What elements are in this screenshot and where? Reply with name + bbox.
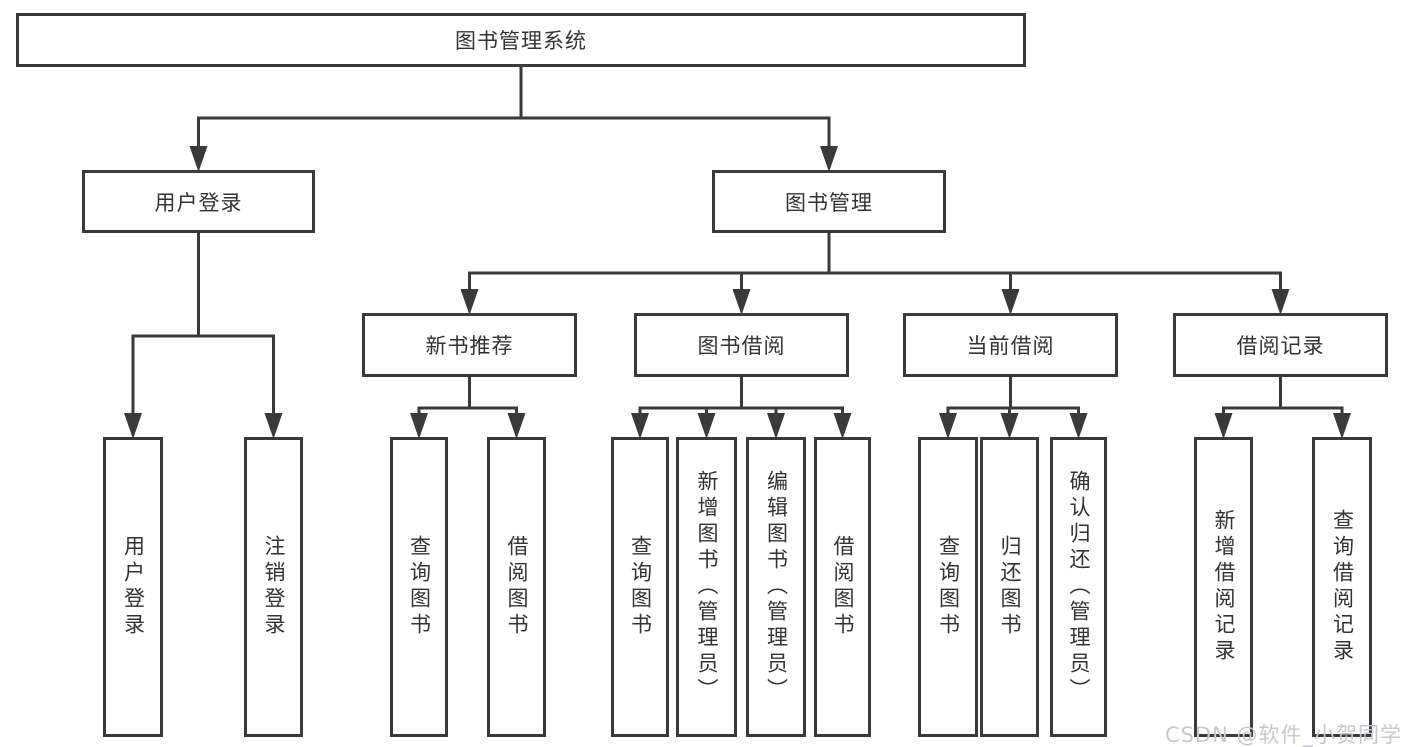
- node-label: 归还图书: [998, 535, 1022, 639]
- node-label: 查询图书: [407, 535, 432, 639]
- node-v-query-record: 查询借阅记录: [1312, 437, 1372, 737]
- node-v-query-book-2: 查询图书: [611, 437, 669, 737]
- node-label: 查询借阅记录: [1330, 509, 1355, 665]
- node-new-book-rec: 新书推荐: [362, 313, 577, 377]
- node-label: 确认归还（管理员）: [1067, 470, 1091, 704]
- node-label: 用户登录: [154, 190, 243, 215]
- node-label: 查询图书: [628, 535, 653, 639]
- node-v-add-record: 新增借阅记录: [1194, 437, 1253, 737]
- node-label: 注销登录: [262, 535, 286, 639]
- node-v-edit-book: 编辑图书（管理员）: [746, 437, 806, 737]
- connector-book-mgmt: [460, 233, 1290, 315]
- node-borrow-record: 借阅记录: [1173, 313, 1388, 377]
- node-label: 借阅图书: [831, 535, 855, 639]
- node-v-return-book: 归还图书: [980, 437, 1039, 737]
- node-current-borrow: 当前借阅: [903, 313, 1118, 377]
- connector-root: [189, 67, 838, 172]
- node-label: 新增图书（管理员）: [695, 470, 719, 704]
- node-v-user-login: 用户登录: [103, 437, 163, 737]
- node-label: 借阅记录: [1236, 334, 1325, 358]
- node-label: 用户登录: [121, 535, 146, 639]
- node-label: 查询图书: [936, 535, 961, 639]
- connector-new-book-rec: [410, 377, 526, 439]
- node-label: 借阅图书: [505, 535, 529, 639]
- node-v-borrow-book-2: 借阅图书: [814, 437, 871, 737]
- node-v-add-book: 新增图书（管理员）: [676, 437, 737, 737]
- node-label: 编辑图书（管理员）: [764, 470, 789, 704]
- node-label: 新书推荐: [425, 334, 514, 358]
- node-book-borrow: 图书借阅: [634, 313, 849, 377]
- node-v-borrow-book-1: 借阅图书: [487, 437, 546, 737]
- connector-user-login: [124, 233, 283, 439]
- connector-book-borrow: [631, 377, 852, 439]
- node-user-login: 用户登录: [82, 170, 315, 233]
- connector-current-borrow: [939, 377, 1088, 439]
- node-label: 新增借阅记录: [1212, 509, 1236, 665]
- node-root: 图书管理系统: [16, 13, 1026, 67]
- node-book-mgmt: 图书管理: [712, 170, 946, 233]
- node-label: 图书管理: [785, 190, 873, 215]
- node-v-confirm-return: 确认归还（管理员）: [1050, 437, 1107, 737]
- node-label: 图书管理系统: [455, 29, 587, 53]
- node-v-query-book-3: 查询图书: [918, 437, 978, 737]
- node-label: 当前借阅: [966, 334, 1055, 358]
- node-label: 图书借阅: [697, 334, 786, 358]
- node-v-logout: 注销登录: [244, 437, 303, 737]
- watermark: CSDN @软件_小贺同学: [1164, 723, 1402, 747]
- connector-borrow-record: [1214, 377, 1351, 439]
- node-v-query-book-1: 查询图书: [390, 437, 448, 737]
